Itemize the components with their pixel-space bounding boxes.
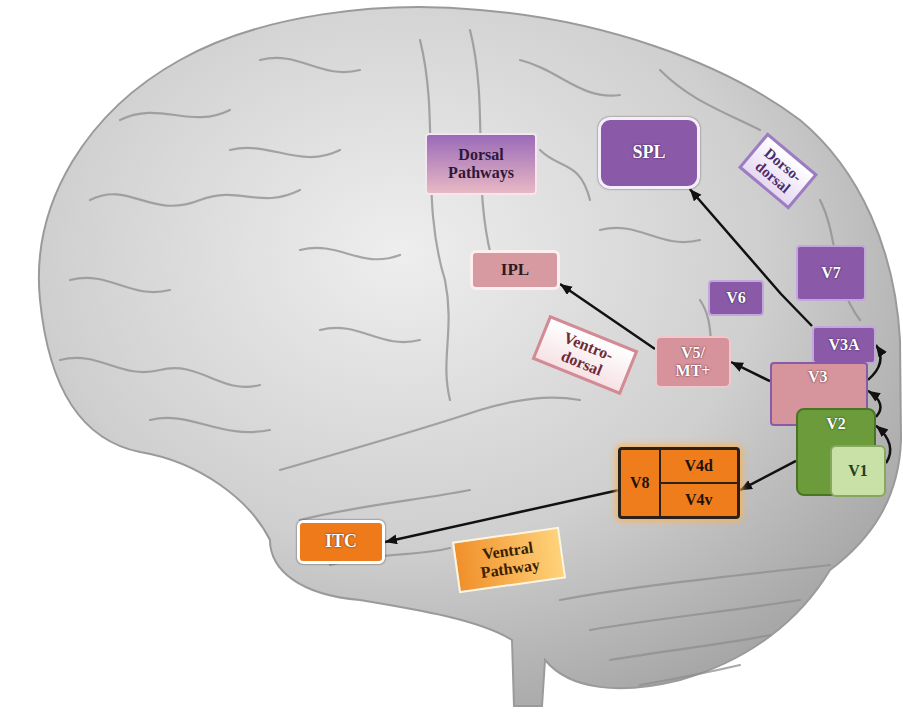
box-label: V2 [826,415,846,433]
box-label: V3A [828,336,859,354]
brain-gyri [60,30,860,685]
area-box: IPL [470,250,560,290]
box-label: V1 [848,462,868,480]
box-label: V8 [630,474,650,492]
area-box: V3A [812,326,876,364]
area-box: V8 V4dV4v [618,447,740,519]
box-label: V4d [685,457,713,475]
box-cell: V4d [661,450,737,484]
box-label: Dorsal Pathways [433,146,529,181]
box-label: V4v [685,491,713,509]
area-box: V5/ MT+ [655,336,731,388]
box-label: V5/ MT+ [669,344,717,379]
area-box: V1 [830,445,886,497]
box-cell: V8 [621,450,659,516]
area-box: V6 [708,280,764,316]
box-label: Ventral Pathway [461,536,557,584]
pathway-heading: Dorsal Pathways [425,133,537,195]
box-label: IPL [501,261,529,280]
box-label: SPL [632,143,665,163]
area-box: ITC [297,520,385,564]
box-label: V7 [821,264,841,282]
box-cell: V4v [661,484,737,516]
pathway-arrow [731,362,770,381]
pathway-arrow [740,461,796,490]
pathway-arrow [690,189,812,326]
box-column: V4dV4v [659,450,737,516]
box-label: V3 [808,368,828,386]
area-box: SPL [598,117,700,189]
area-box: V7 [796,245,866,301]
box-label: V6 [726,289,746,307]
brain-outline [39,7,901,706]
box-label: ITC [325,532,357,552]
